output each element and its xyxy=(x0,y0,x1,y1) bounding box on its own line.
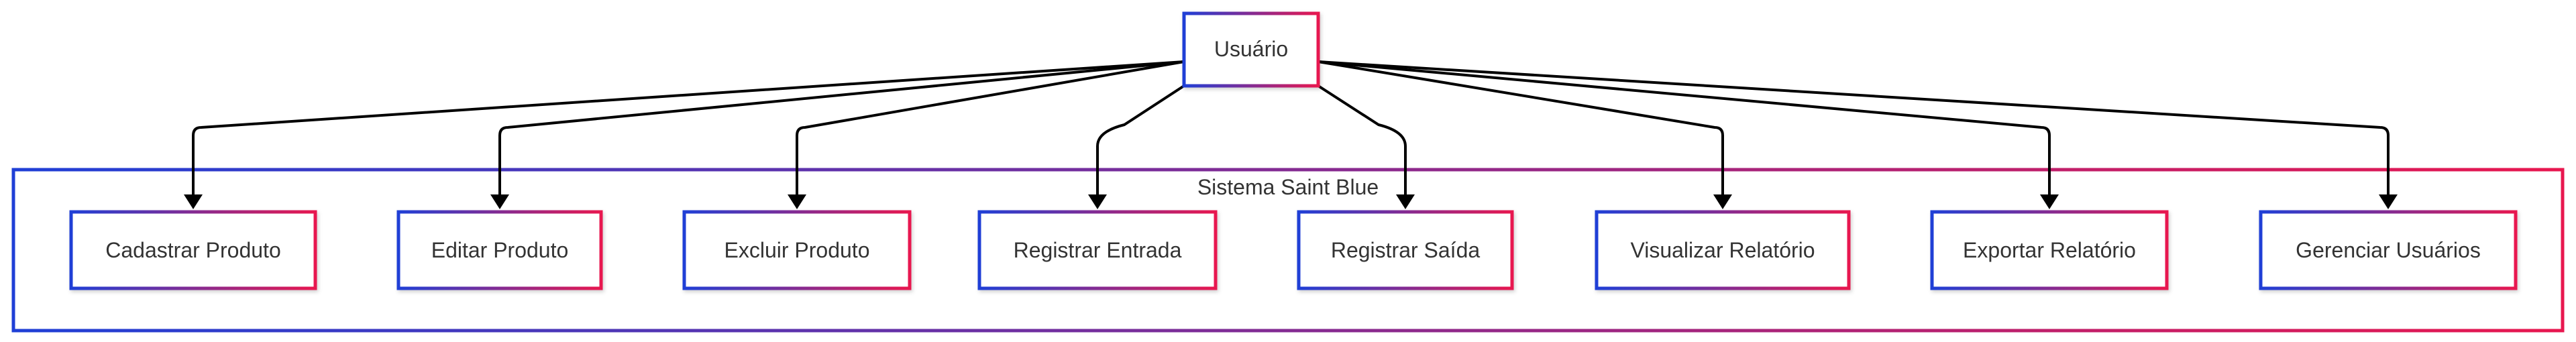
use-case-registrar-saida[interactable]: Registrar Saída xyxy=(1297,210,1514,290)
arrowhead-exportar-relatorio xyxy=(2040,194,2059,209)
use-case-exportar-relatorio[interactable]: Exportar Relatório xyxy=(1930,210,2169,290)
use-case-label: Visualizar Relatório xyxy=(1630,238,1815,262)
use-case-nodes: Cadastrar Produto Editar Produto Excluir P… xyxy=(69,210,2518,290)
edge-visualizar-relatorio xyxy=(1318,60,1724,197)
use-case-label: Cadastrar Produto xyxy=(105,238,280,262)
use-case-label: Editar Produto xyxy=(431,238,569,262)
use-case-box xyxy=(2259,210,2518,290)
use-case-label: Registrar Saída xyxy=(1331,238,1481,262)
use-case-box xyxy=(1930,210,2169,290)
use-case-registrar-entrada[interactable]: Registrar Entrada xyxy=(977,210,1218,290)
actor-node[interactable]: Usuário xyxy=(1182,11,1320,88)
edges xyxy=(184,60,2398,209)
use-case-cadastrar-produto[interactable]: Cadastrar Produto xyxy=(69,210,317,290)
arrowhead-excluir-produto xyxy=(788,194,806,209)
arrowhead-editar-produto xyxy=(490,194,509,209)
use-case-box xyxy=(977,210,1218,290)
arrowhead-visualizar-relatorio xyxy=(1713,194,1732,209)
system-label: Sistema Saint Blue xyxy=(1197,175,1379,199)
edge-cadastrar-produto xyxy=(192,60,1185,197)
arrowhead-registrar-entrada xyxy=(1088,194,1107,209)
edge-registrar-saida xyxy=(1317,84,1407,197)
use-case-excluir-produto[interactable]: Excluir Produto xyxy=(682,210,912,290)
use-case-visualizar-relatorio[interactable]: Visualizar Relatório xyxy=(1595,210,1851,290)
arrowhead-gerenciar-usuarios xyxy=(2379,194,2398,209)
use-case-label: Registrar Entrada xyxy=(1014,238,1182,262)
arrowhead-cadastrar-produto xyxy=(184,194,203,209)
actor-label: Usuário xyxy=(1214,37,1288,61)
use-case-box xyxy=(69,210,317,290)
use-case-box xyxy=(1297,210,1514,290)
edge-gerenciar-usuarios xyxy=(1318,60,2390,197)
use-case-editar-produto[interactable]: Editar Produto xyxy=(396,210,603,290)
use-case-box xyxy=(396,210,603,290)
system-boundary: Sistema Saint Blue xyxy=(11,168,2565,333)
use-case-label: Gerenciar Usuários xyxy=(2296,238,2481,262)
use-case-label: Exportar Relatório xyxy=(1963,238,2136,262)
use-case-gerenciar-usuarios[interactable]: Gerenciar Usuários xyxy=(2259,210,2518,290)
edge-registrar-entrada xyxy=(1096,84,1185,197)
use-case-box xyxy=(1595,210,1851,290)
edge-editar-produto xyxy=(498,60,1185,197)
edge-exportar-relatorio xyxy=(1318,60,2051,197)
use-case-box xyxy=(682,210,912,290)
edge-excluir-produto xyxy=(796,60,1185,197)
use-case-label: Excluir Produto xyxy=(724,238,870,262)
arrowhead-registrar-saida xyxy=(1396,194,1415,209)
